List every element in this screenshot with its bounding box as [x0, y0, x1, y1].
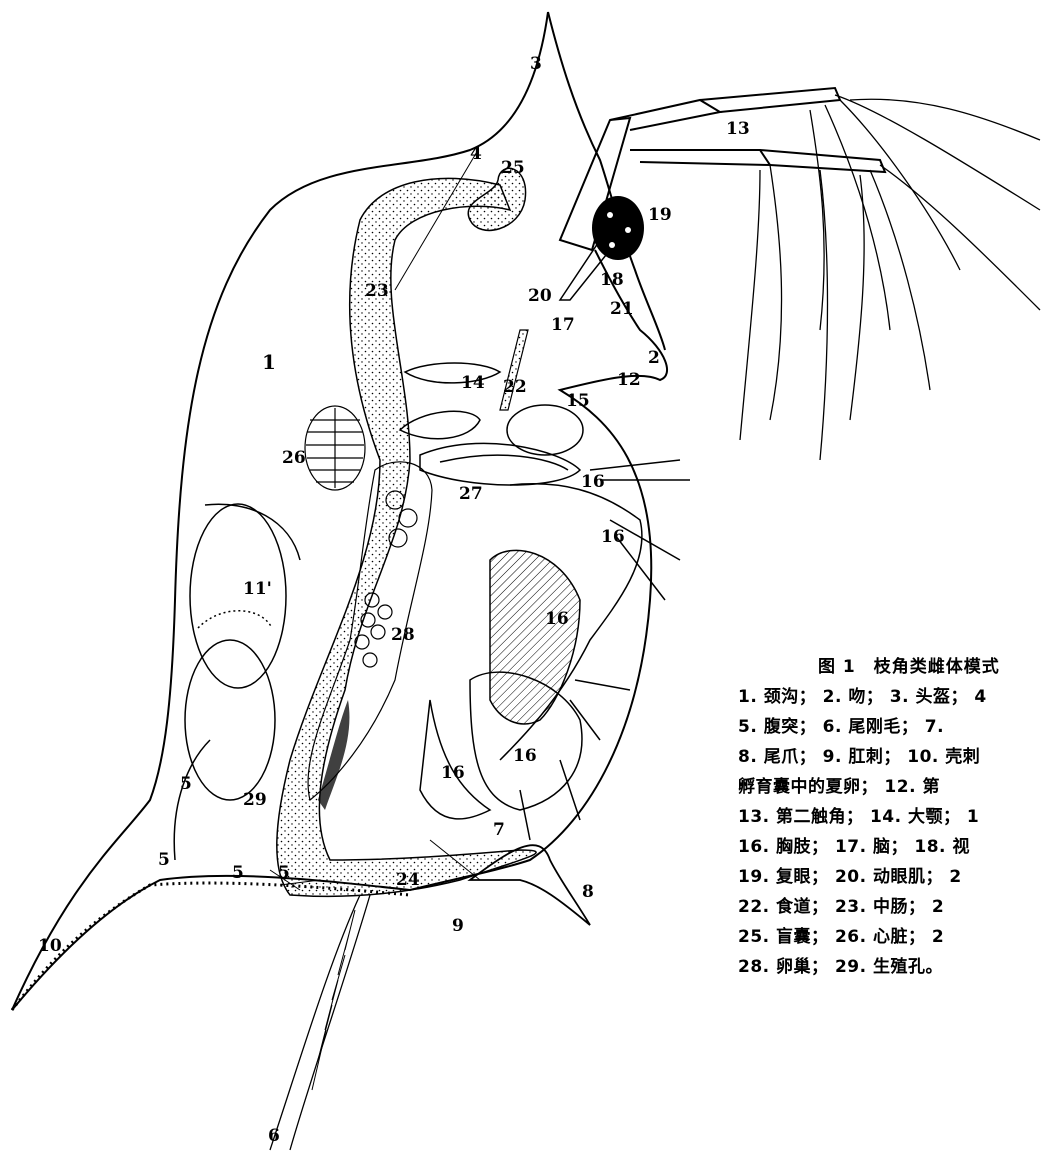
esophagus [500, 330, 528, 410]
label-4: 4 [470, 146, 482, 163]
caption-line: 1. 颈沟； 2. 吻； 3. 头盔； 4 [738, 682, 987, 707]
caption-title: 图 1 枝角类雌体模式 [818, 652, 1000, 677]
thoracic-limbs [420, 460, 690, 840]
label-caecum: 25 [501, 160, 525, 177]
heart [305, 406, 365, 490]
label-rostrum: 2 [648, 350, 660, 367]
caudal-setae [270, 895, 370, 1150]
label-12: 12 [617, 372, 641, 389]
label-abdominal-process: 5 [158, 852, 170, 869]
label-ocellus: 18 [600, 272, 624, 289]
label-abdominal-process: 5 [232, 865, 244, 882]
label-24: 24 [396, 872, 420, 889]
label-abdominal-process: 5 [278, 865, 290, 882]
label-15: 15 [566, 393, 590, 410]
caption-line: 孵育囊中的夏卵； 12. 第 [738, 772, 940, 797]
caption-line: 16. 胸肢； 17. 脑； 18. 视 [738, 832, 970, 857]
caption-line: 13. 第二触角； 14. 大颚； 1 [738, 802, 979, 827]
label-brain: 17 [551, 317, 575, 334]
label-midgut: 23 [365, 283, 389, 300]
label-genital-pore: 29 [243, 792, 267, 809]
label-thoracic-limb: 16 [513, 748, 537, 765]
second-antenna [560, 88, 1040, 460]
label-eye-muscle: 20 [528, 288, 552, 305]
label-shell-spine: 10 [38, 938, 62, 955]
label-neck-groove: 1 [262, 352, 276, 372]
label-thoracic-limb: 16 [601, 529, 625, 546]
label-esophagus: 22 [503, 379, 527, 396]
label-7: 7 [493, 822, 505, 839]
label-abdominal-process: 5 [180, 776, 192, 793]
gut-loops [400, 405, 583, 485]
label-thoracic-limb: 16 [545, 611, 569, 628]
caption-line: 25. 盲囊； 26. 心脏； 2 [738, 922, 944, 947]
label-thoracic-limb: 16 [581, 474, 605, 491]
label-helmet: 3 [530, 56, 542, 73]
caption-line: 22. 食道； 23. 中肠； 2 [738, 892, 944, 917]
label-21: 21 [610, 301, 634, 318]
label-mandible: 14 [461, 375, 485, 392]
label-anal-spine: 9 [452, 918, 464, 935]
label-caudal-setae: 6 [268, 1128, 280, 1145]
caption-line: 8. 尾爪； 9. 肛刺； 10. 壳刺 [738, 742, 980, 767]
caption-line: 19. 复眼； 20. 动眼肌； 2 [738, 862, 962, 887]
caption-line: 5. 腹突； 6. 尾刚毛； 7. [738, 712, 944, 737]
label-27: 27 [459, 486, 483, 503]
label-compound-eye: 19 [648, 207, 672, 224]
label-second-antenna: 13 [726, 121, 750, 138]
label-heart: 26 [282, 450, 306, 467]
mandible [405, 363, 500, 383]
label-claw: 8 [582, 884, 594, 901]
compound-eye [592, 196, 644, 260]
label-thoracic-limb: 16 [441, 765, 465, 782]
label-brood-egg: 11' [243, 581, 272, 598]
label-ovary: 28 [391, 627, 415, 644]
caption-line: 28. 卵巢； 29. 生殖孔。 [738, 952, 943, 977]
